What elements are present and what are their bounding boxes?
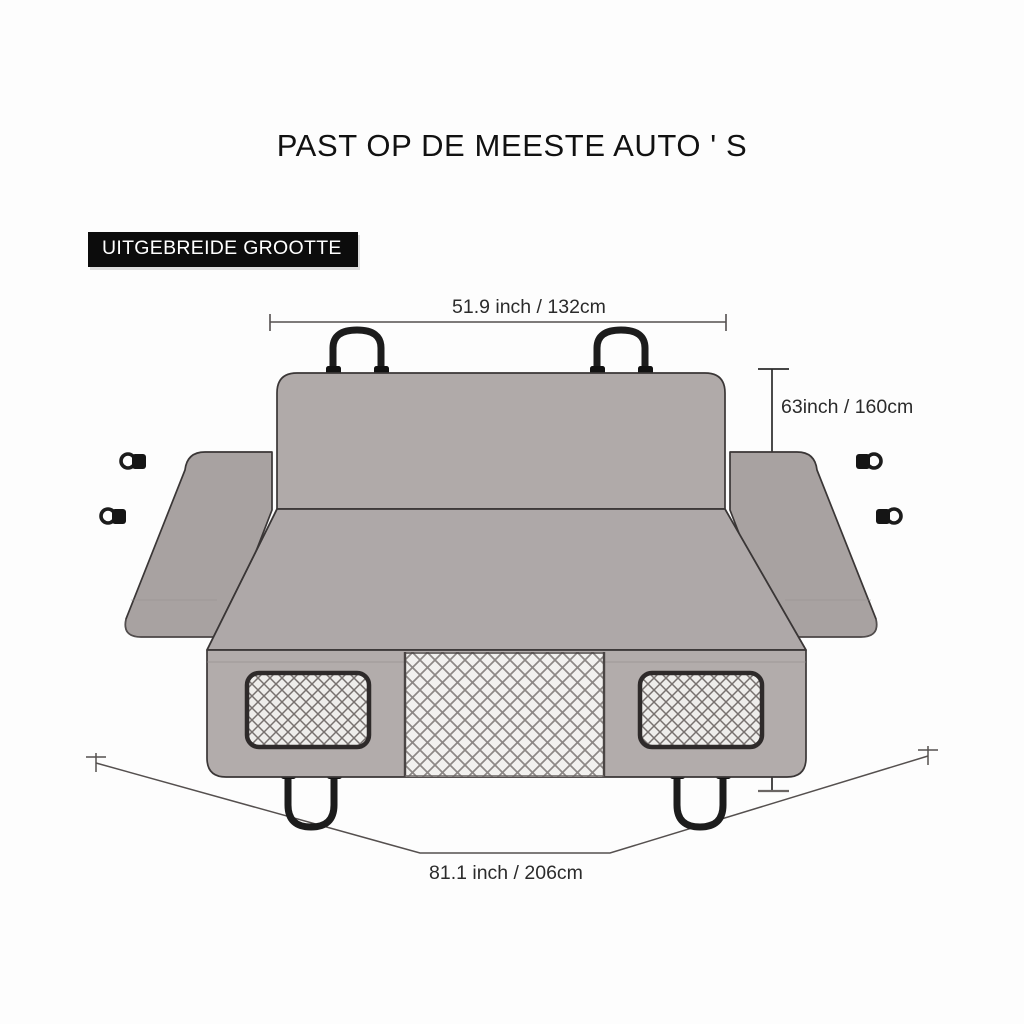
dimension-line-top <box>269 314 727 331</box>
right-mesh-pocket <box>637 670 765 750</box>
center-mesh-window <box>403 652 606 777</box>
left-flap-clip-lower <box>119 452 146 470</box>
top-strap-right <box>590 326 653 379</box>
seat-panel <box>206 508 807 651</box>
right-flap-clip-upper <box>876 507 903 525</box>
status-badge: UITGEBREIDE GROOTTE <box>88 232 358 267</box>
dimension-label-bottom: 81.1 inch / 206cm <box>429 862 583 884</box>
left-mesh-pocket <box>244 670 372 750</box>
left-flap-clip-upper <box>99 507 126 525</box>
right-flap-clip-lower <box>856 452 883 470</box>
dimension-line-bottom <box>86 746 938 854</box>
top-strap-left <box>326 326 389 379</box>
page-title: PAST OP DE MEESTE AUTO ' S <box>276 128 748 163</box>
dimension-label-right: 63inch / 160cm <box>781 396 914 418</box>
dimension-label-top: 51.9 inch / 132cm <box>452 296 606 318</box>
backrest-panel <box>276 372 726 510</box>
